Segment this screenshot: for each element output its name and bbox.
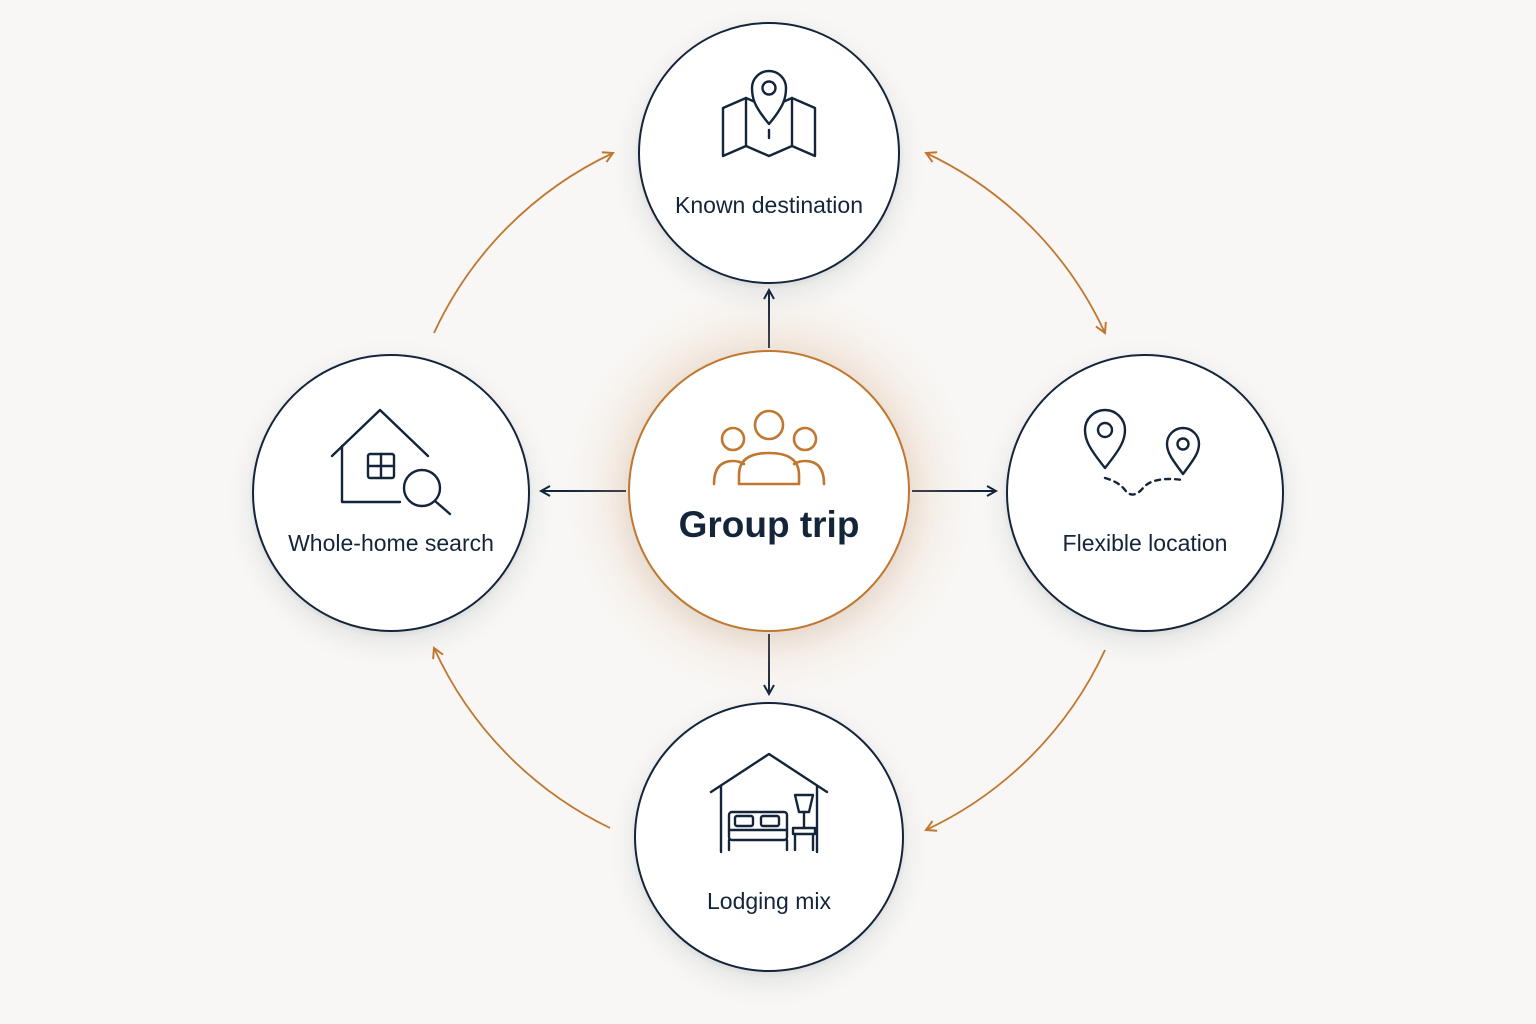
node-known-destination[interactable]: Known destination [638, 22, 900, 284]
arc-top-right-bidirectional [924, 151, 1107, 335]
node-label: Flexible location [1062, 530, 1228, 556]
arc-left-to-top [433, 151, 615, 334]
group-people-icon [709, 408, 829, 493]
node-flexible-location[interactable]: Flexible location [1006, 354, 1284, 632]
house-search-icon [328, 406, 454, 521]
house-bedroom-icon [707, 750, 831, 863]
node-whole-home-search[interactable]: Whole-home search [252, 354, 530, 632]
center-node-group-trip[interactable]: Group trip [628, 350, 910, 632]
node-label: Whole-home search [288, 530, 494, 556]
multiple-location-pins-icon [1081, 406, 1209, 503]
node-lodging-mix[interactable]: Lodging mix [634, 702, 904, 972]
node-label: Lodging mix [706, 888, 832, 914]
arc-bottom-to-left [432, 646, 611, 829]
node-label: Known destination [675, 192, 863, 218]
map-pin-icon [719, 66, 819, 167]
center-title: Group trip [678, 504, 860, 545]
arc-right-to-bottom [924, 649, 1106, 832]
